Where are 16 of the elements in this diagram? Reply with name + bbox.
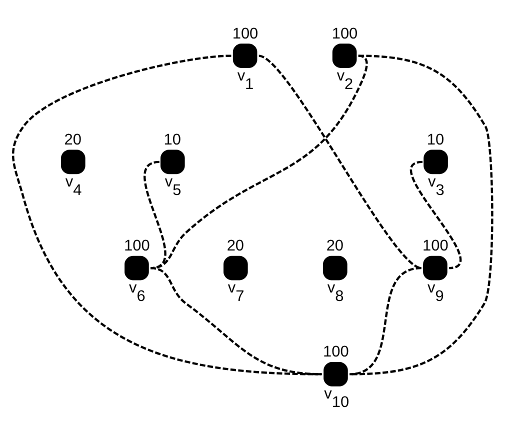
node-label: 20 <box>226 238 244 255</box>
connector <box>258 54 422 270</box>
connector <box>349 266 422 376</box>
connector <box>12 54 322 376</box>
node-label: 10 <box>164 131 182 148</box>
node-label: 100 <box>323 344 349 361</box>
node-label: 100 <box>232 25 258 42</box>
node-label: 10 <box>426 131 444 148</box>
node-label: 20 <box>326 238 344 255</box>
node-label: 100 <box>124 238 150 255</box>
connector <box>350 54 494 376</box>
connector <box>150 266 322 376</box>
connector <box>144 160 166 270</box>
node-label: 20 <box>64 131 82 148</box>
node-label: 100 <box>422 238 448 255</box>
node-label: 100 <box>332 25 358 42</box>
